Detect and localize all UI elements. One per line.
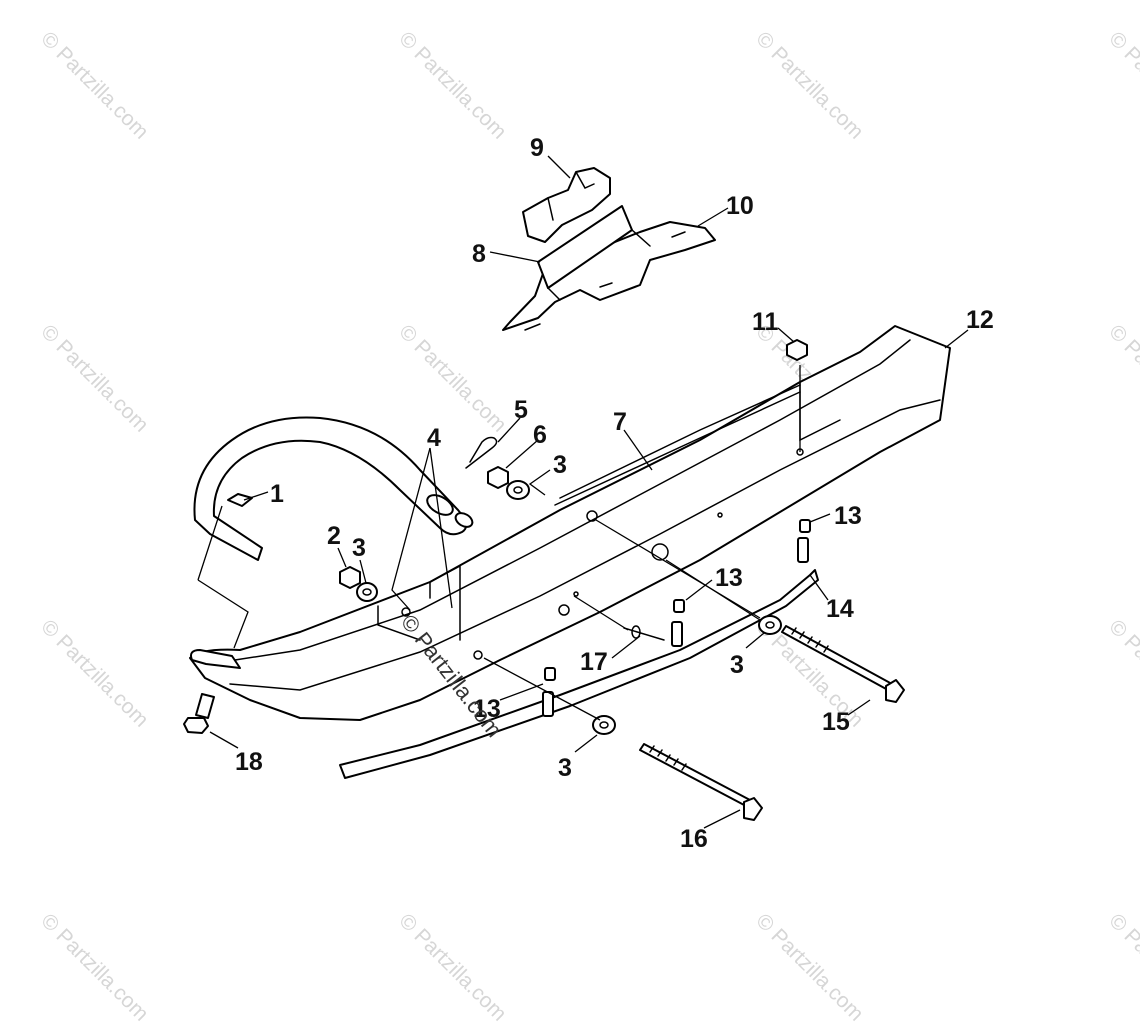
callout-17: 17: [580, 648, 608, 676]
watermark: © Partzilla.com: [1104, 320, 1140, 436]
watermark: © Partzilla.com: [394, 27, 510, 143]
part-13-studs: [542, 519, 811, 717]
part-4-ski-loop: [193, 416, 474, 561]
watermark: © Partzilla.com: [394, 320, 510, 436]
callout-3: 3: [553, 451, 567, 479]
callout-13: 13: [834, 502, 862, 530]
callout-12: 12: [966, 306, 994, 334]
watermark: © Partzilla.com: [36, 909, 152, 1023]
part-14-runner: [190, 569, 819, 779]
leader-lines: [197, 155, 969, 829]
callout-13: 13: [473, 695, 501, 723]
watermark: © Partzilla.com: [751, 909, 867, 1023]
part-17-pin: [623, 625, 665, 641]
part-nuts: [339, 339, 808, 589]
part-16-bolt: [639, 743, 763, 821]
callout-7: 7: [613, 408, 627, 436]
watermark: © Partzilla.com: [36, 320, 152, 436]
callout-10: 10: [726, 192, 754, 220]
callout-9: 9: [530, 134, 544, 162]
callout-6: 6: [533, 421, 547, 449]
part-8-bracket: [502, 205, 716, 331]
part-9-saddle: [522, 167, 611, 243]
watermark: © Partzilla.com: [1104, 615, 1140, 731]
callout-8: 8: [472, 240, 486, 268]
callout-3: 3: [558, 754, 572, 782]
watermark: © Partzilla.com: [394, 909, 510, 1023]
callout-5: 5: [514, 396, 528, 424]
part-7-wear-strip: [554, 384, 801, 506]
callout-15: 15: [822, 708, 850, 736]
callout-2: 2: [327, 522, 341, 550]
callout-1: 1: [270, 480, 284, 508]
part-1-clip: [227, 493, 253, 507]
part-5-cotter-pin: [465, 436, 498, 469]
callout-3: 3: [730, 651, 744, 679]
callout-16: 16: [680, 825, 708, 853]
callout-labels: 9 8 10 11 12 1 2 3 4 5 6 3 7 13 13 14 3 …: [235, 134, 994, 853]
watermark: © Partzilla.com: [1104, 909, 1140, 1023]
watermark: © Partzilla.com: [36, 615, 152, 731]
watermark: © Partzilla.com: [751, 27, 867, 143]
callout-18: 18: [235, 748, 263, 776]
callout-4: 4: [427, 424, 441, 452]
watermark: © Partzilla.com: [36, 27, 152, 143]
part-15-bolt: [781, 625, 905, 703]
part-3-washers: [356, 480, 782, 735]
part-18-bolt: [183, 693, 215, 734]
callout-11: 11: [752, 308, 779, 336]
callout-3: 3: [352, 534, 366, 562]
callout-13: 13: [715, 564, 743, 592]
callout-14: 14: [826, 595, 854, 623]
watermark: © Partzilla.com: [1104, 27, 1140, 143]
